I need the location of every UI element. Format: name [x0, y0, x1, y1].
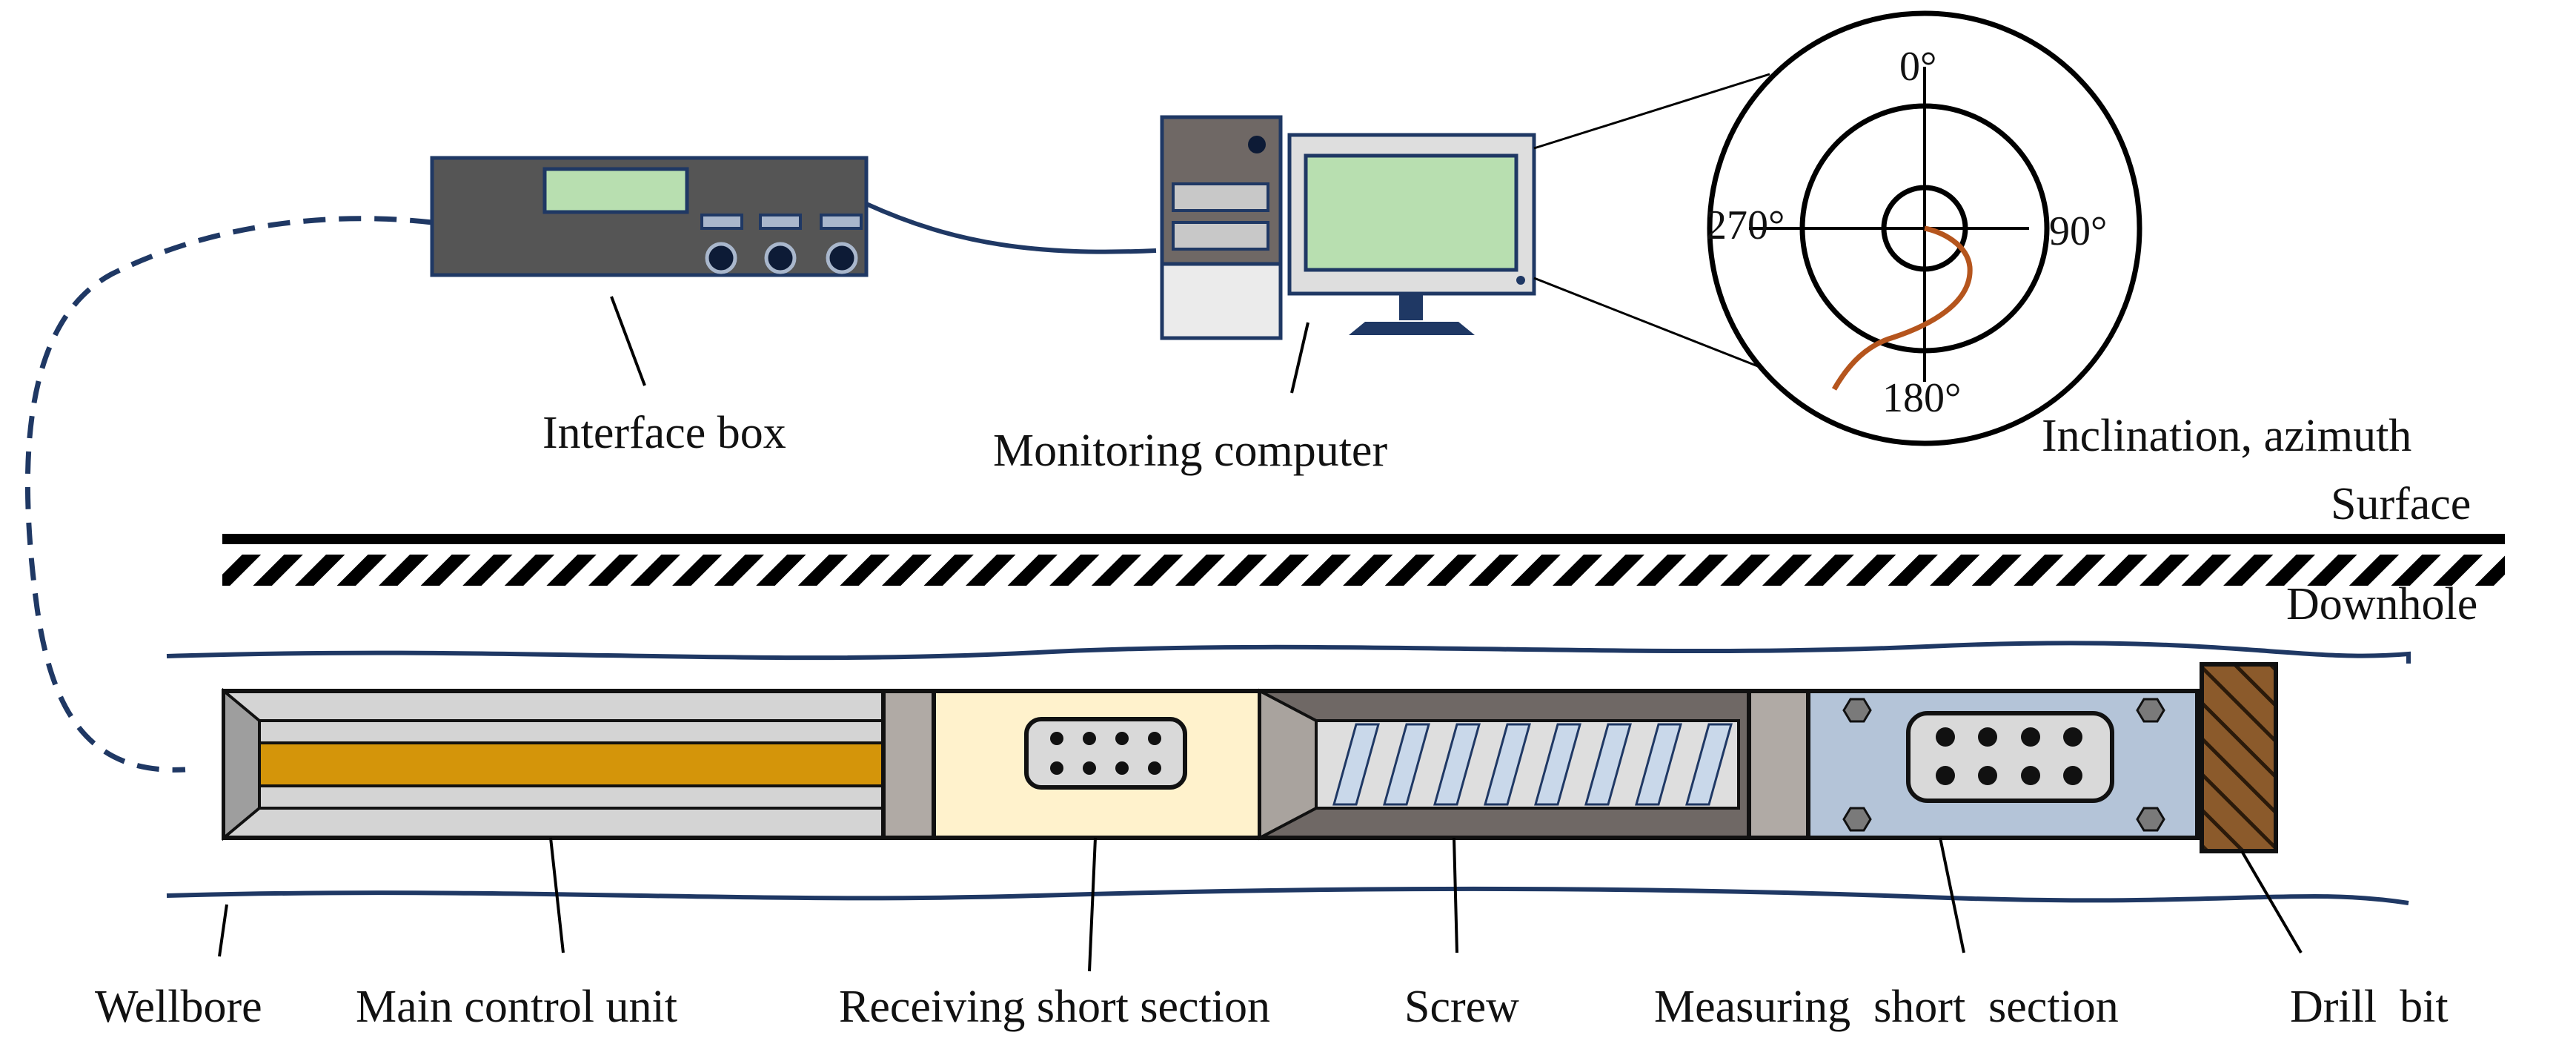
monitoring-computer-label: Monitoring computer	[993, 426, 1387, 476]
well-trajectory-curve	[1831, 225, 1973, 391]
drill-bit	[2200, 662, 2278, 853]
screw-label: Screw	[1404, 982, 1519, 1032]
wellbore-label: Wellbore	[95, 982, 262, 1032]
control-unit-core	[258, 741, 885, 787]
compass-north-label: 0°	[1899, 44, 1936, 90]
computer-screen	[1304, 153, 1518, 272]
wellbore-leader	[218, 904, 228, 957]
receiving-short-section	[932, 689, 1262, 840]
receiving-short-section-label: Receiving short section	[839, 982, 1270, 1032]
surface-hatch	[222, 555, 2505, 586]
coupling-2	[1747, 689, 1810, 840]
drill-bit-leader	[2240, 850, 2303, 954]
main-control-unit-label: Main control unit	[356, 982, 677, 1032]
monitoring-computer-leader	[1290, 322, 1309, 394]
zoom-line-top	[1533, 73, 1770, 150]
screw-leader	[1453, 837, 1458, 953]
measuring-short-section-label: Measuring short section	[1654, 982, 2119, 1032]
measuring-section-leader	[1939, 837, 1965, 953]
dashed-cable-to-downhole	[24, 216, 433, 773]
coupling-1	[881, 689, 936, 840]
interface-box-display	[542, 167, 689, 214]
main-control-unit-leader	[549, 837, 565, 953]
compass-west-label: 270°	[1706, 202, 1785, 248]
receiving-section-leader	[1088, 837, 1097, 972]
computer-icon	[1160, 115, 1536, 340]
wellbore-lower-wall	[166, 886, 2409, 905]
compass-dial	[1707, 10, 2142, 446]
surface-label: Surface	[2331, 479, 2471, 529]
main-control-unit	[222, 687, 886, 842]
cable-interface-to-computer	[865, 202, 1157, 254]
compass-south-label: 180°	[1882, 375, 1961, 421]
zoom-line-bottom	[1533, 277, 1779, 376]
interface-box-icon	[430, 156, 869, 277]
interface-box-label: Interface box	[542, 408, 786, 458]
wellbore-upper-wall	[166, 641, 2411, 664]
downhole-label: Downhole	[2286, 579, 2477, 629]
screw-section	[1258, 688, 1751, 841]
interface-box-leader	[610, 296, 646, 386]
compass-east-label: 90°	[2049, 208, 2107, 254]
measuring-short-section	[1806, 689, 2200, 840]
drill-bit-label: Drill bit	[2290, 982, 2449, 1032]
inclination-azimuth-label: Inclination, azimuth	[2042, 411, 2411, 461]
